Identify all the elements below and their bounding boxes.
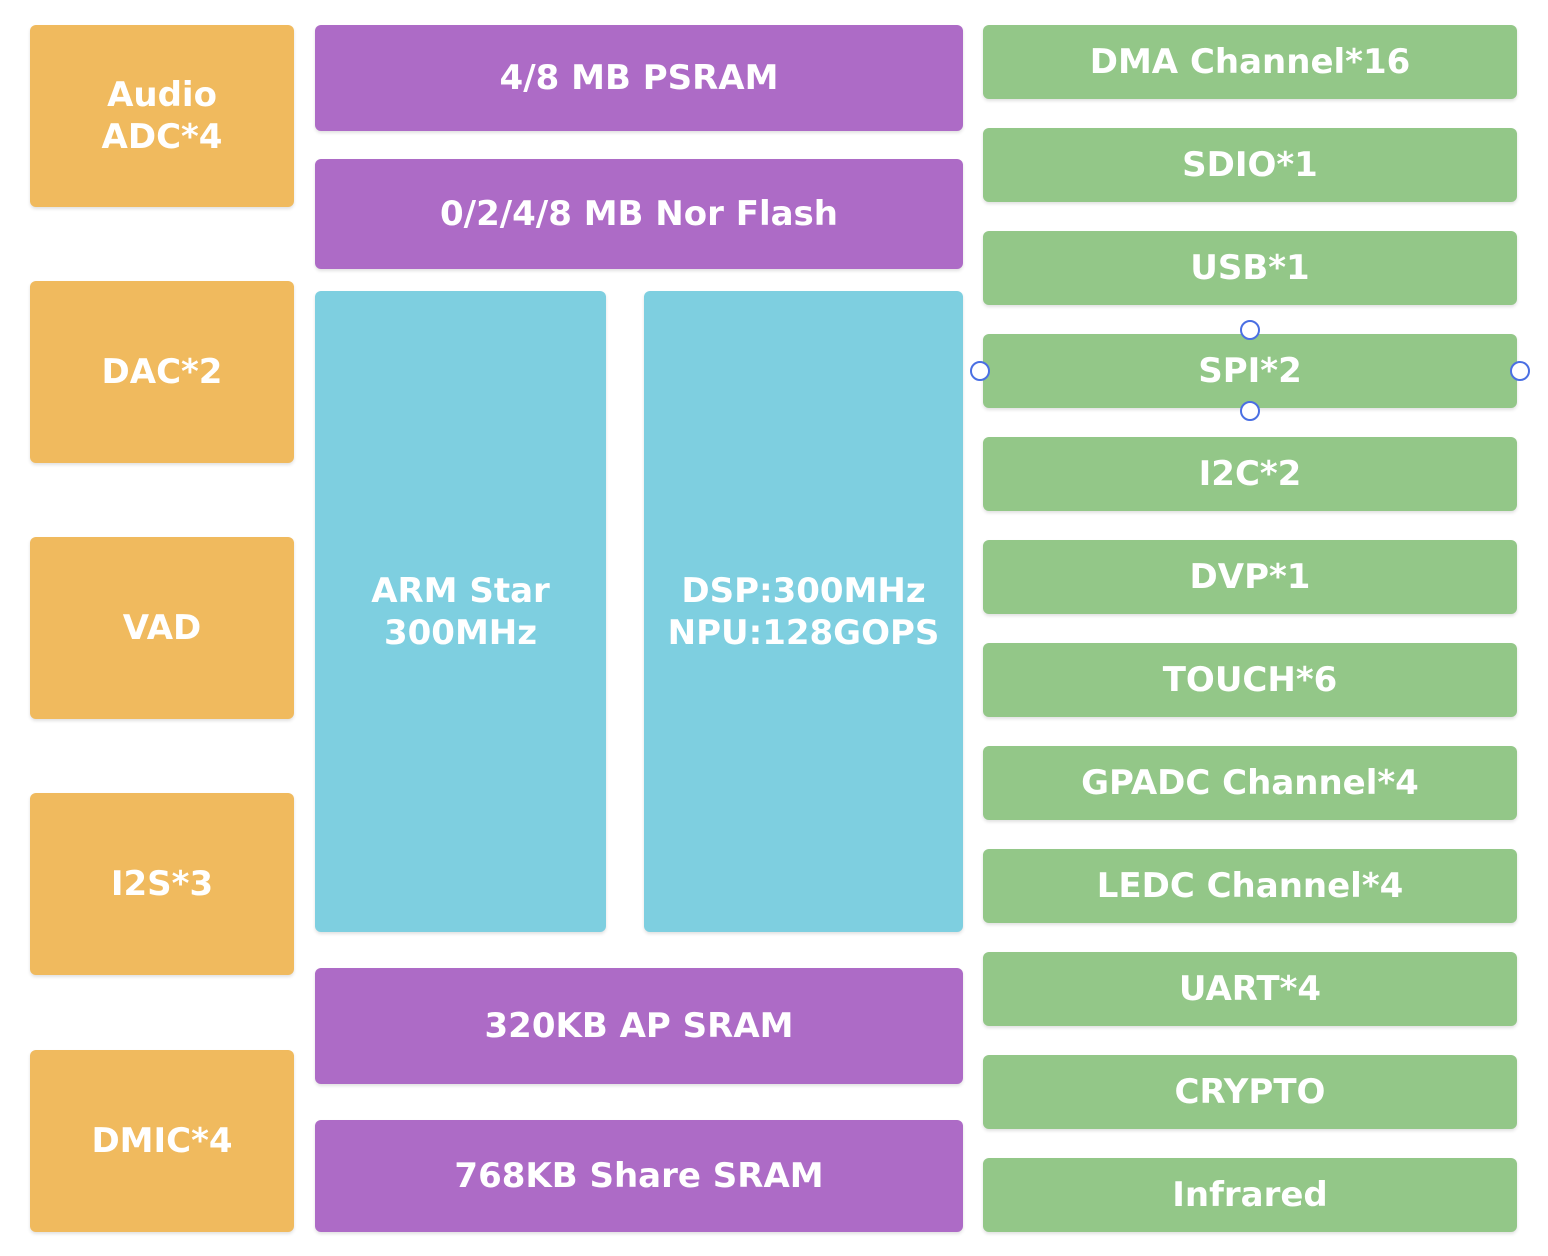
spi-block[interactable]: SPI*2: [983, 334, 1517, 408]
audio-adc-block[interactable]: Audio ADC*4: [30, 25, 294, 207]
gpadc-channel-block[interactable]: GPADC Channel*4: [983, 746, 1517, 820]
ap-sram-block[interactable]: 320KB AP SRAM: [315, 968, 963, 1084]
i2s-block[interactable]: I2S*3: [30, 793, 294, 975]
selection-handle-top[interactable]: [1240, 320, 1260, 340]
ledc-channel-block[interactable]: LEDC Channel*4: [983, 849, 1517, 923]
i2c-block[interactable]: I2C*2: [983, 437, 1517, 511]
psram-block[interactable]: 4/8 MB PSRAM: [315, 25, 963, 131]
dma-channel-block[interactable]: DMA Channel*16: [983, 25, 1517, 99]
selection-handle-bottom[interactable]: [1240, 401, 1260, 421]
crypto-block[interactable]: CRYPTO: [983, 1055, 1517, 1129]
selection-handle-right[interactable]: [1510, 361, 1530, 381]
infrared-block[interactable]: Infrared: [983, 1158, 1517, 1232]
selection-handle-left[interactable]: [970, 361, 990, 381]
dac-block[interactable]: DAC*2: [30, 281, 294, 463]
dsp-npu-block[interactable]: DSP:300MHz NPU:128GOPS: [644, 291, 963, 932]
usb-block[interactable]: USB*1: [983, 231, 1517, 305]
dvp-block[interactable]: DVP*1: [983, 540, 1517, 614]
touch-block[interactable]: TOUCH*6: [983, 643, 1517, 717]
dmic-block[interactable]: DMIC*4: [30, 1050, 294, 1232]
uart-block[interactable]: UART*4: [983, 952, 1517, 1026]
arm-core-block[interactable]: ARM Star 300MHz: [315, 291, 606, 932]
nor-flash-block[interactable]: 0/2/4/8 MB Nor Flash: [315, 159, 963, 269]
share-sram-block[interactable]: 768KB Share SRAM: [315, 1120, 963, 1232]
vad-block[interactable]: VAD: [30, 537, 294, 719]
sdio-block[interactable]: SDIO*1: [983, 128, 1517, 202]
